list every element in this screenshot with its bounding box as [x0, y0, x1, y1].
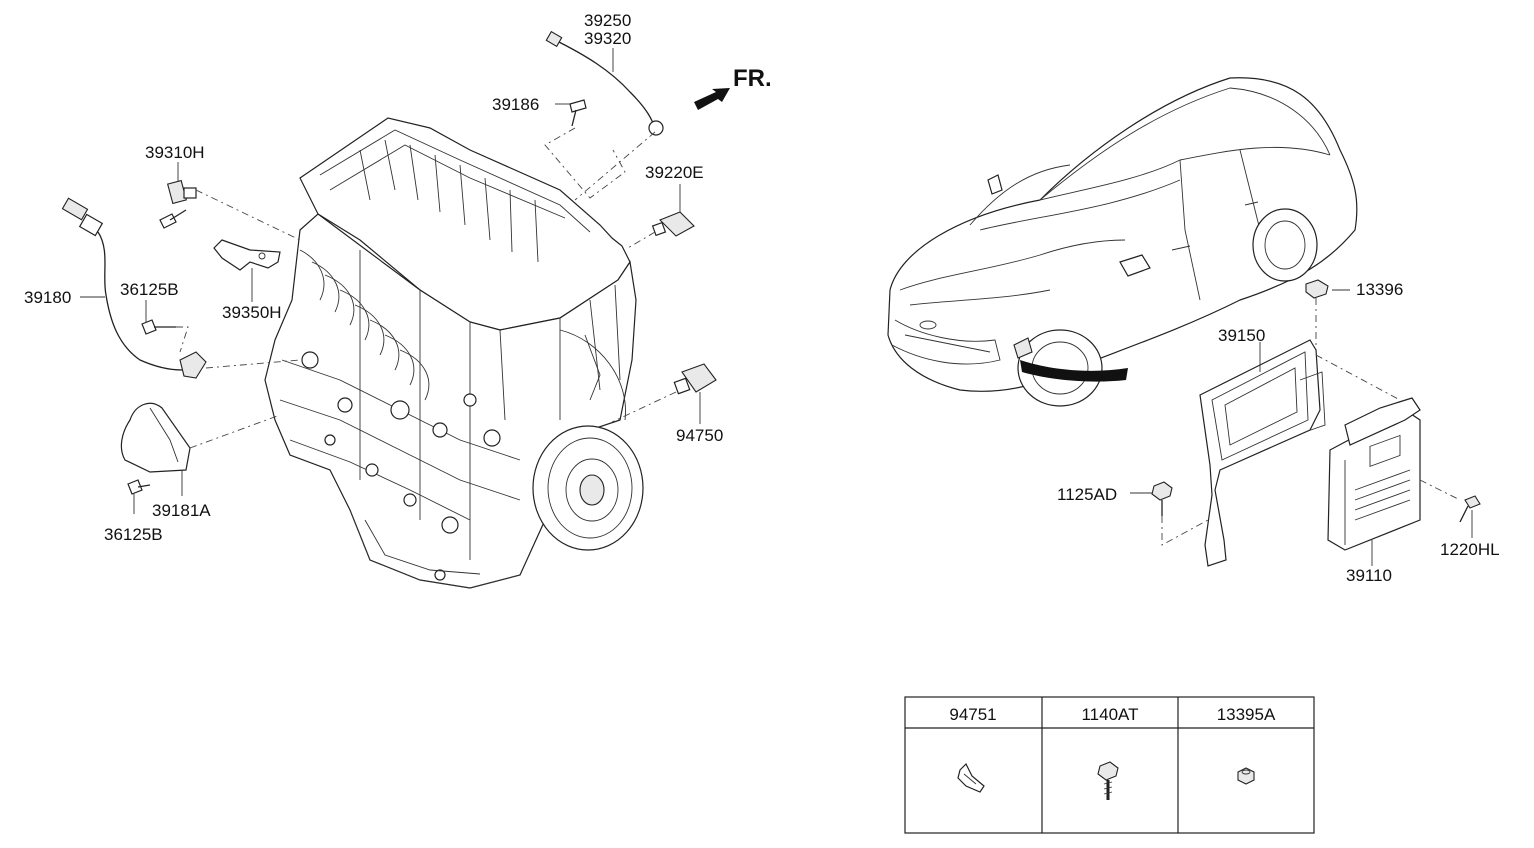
- knock-sensor-harness: [545, 30, 664, 136]
- callout-39150: 39150: [1218, 326, 1265, 345]
- location-pointer-arrow: [1020, 360, 1128, 382]
- callout-1125AD: 1125AD: [1057, 485, 1117, 504]
- callout-39181A: 39181A: [152, 501, 211, 520]
- bolt-1220HL: [1459, 495, 1481, 538]
- callout-36125B-top: 36125B: [120, 280, 179, 299]
- nut-icon: [1237, 767, 1255, 785]
- oil-pressure-switch-39220E: [651, 184, 695, 237]
- crank-position-sensor-harness: [61, 197, 207, 379]
- callout-39320: 39320: [584, 29, 631, 48]
- direction-label: FR.: [733, 65, 772, 92]
- parts-table: 94751 1140AT 13395A: [904, 696, 1315, 834]
- ecu-bracket-39150: [1199, 339, 1326, 567]
- cam-position-sensor: [159, 162, 197, 229]
- clip-icon: [957, 762, 985, 793]
- callout-1220HL: 1220HL: [1440, 540, 1500, 559]
- bolt-1125AD: [1130, 481, 1173, 516]
- callout-39180: 39180: [24, 288, 71, 307]
- table-header-col1: 94751: [949, 705, 996, 724]
- vehicle-illustration: [887, 77, 1358, 407]
- table-header-col2: 1140AT: [1081, 705, 1138, 724]
- front-direction-arrow-icon: [694, 88, 730, 110]
- bolt-icon: [1097, 761, 1119, 800]
- callout-39186: 39186: [492, 95, 539, 114]
- sensor-cover-39181A: [120, 402, 191, 496]
- callout-94750: 94750: [676, 426, 723, 445]
- callout-39250: 39250: [584, 11, 631, 30]
- callout-13396: 13396: [1356, 280, 1403, 299]
- sensor-bracket: [213, 239, 281, 302]
- ecu-module-39110: [1327, 397, 1421, 566]
- bolt-36125B-bottom: [127, 479, 151, 514]
- callout-36125B-bottom: 36125B: [104, 525, 163, 544]
- table-header-col3: 13395A: [1217, 705, 1276, 724]
- callout-39350H: 39350H: [222, 303, 282, 322]
- callout-39220E: 39220E: [645, 163, 704, 182]
- engine-block-illustration: [264, 117, 644, 589]
- temp-sensor-94750: [673, 363, 717, 424]
- bolt-36125B-top: [141, 300, 176, 335]
- nut-13396: [1305, 279, 1350, 299]
- callout-39310H: 39310H: [145, 143, 205, 162]
- bolt-39186: [555, 99, 587, 127]
- callout-39110: 39110: [1346, 566, 1392, 585]
